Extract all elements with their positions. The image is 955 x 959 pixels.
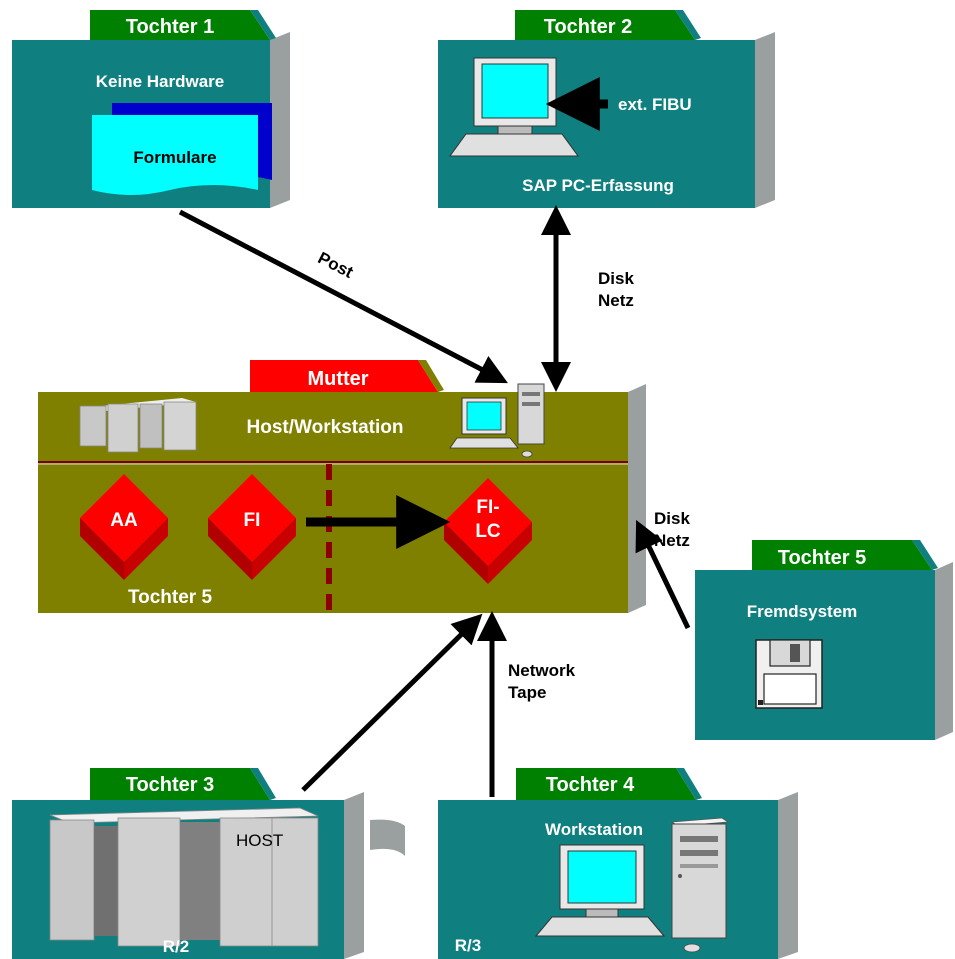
fremdsystem-label: Fremdsystem [747, 602, 858, 621]
tochter-2-label: Tochter 2 [544, 16, 633, 38]
tochter-4-box: Tochter 4 Workstation R/3 [438, 768, 798, 959]
pc-icon [449, 57, 579, 157]
tochter-1-tab [90, 10, 270, 40]
module-fi-lc: FI- LC [444, 478, 532, 584]
tochter-2-box: Tochter 2 ext. FIBU SAP PC-Erfassung [438, 10, 775, 208]
mainframe-icon [79, 398, 197, 453]
mutter-label: Mutter [307, 368, 368, 390]
module-aa-label: AA [110, 510, 138, 531]
r2-network-arrow [301, 613, 483, 792]
post-arrow [178, 209, 508, 384]
workstation-large-icon [534, 817, 730, 953]
ext-fibu-label: ext. FIBU [618, 95, 692, 114]
r3-label: R/3 [455, 936, 481, 955]
network-label: Network [508, 661, 576, 680]
tochter-1-label: Tochter 1 [126, 16, 215, 38]
host-workstation-label: Host/Workstation [247, 417, 404, 438]
r2-label: R/2 [163, 937, 189, 956]
tochter-3-tab [90, 768, 270, 800]
tochter-1-subtitle: Keine Hardware [96, 72, 225, 91]
workstation-label: Workstation [545, 820, 643, 839]
tochter-1-box: Tochter 1 Keine Hardware Formulare [12, 10, 290, 208]
tochter-5-label: Tochter 5 [778, 547, 867, 569]
formulare-label: Formulare [133, 148, 216, 167]
tochter-5-tab [752, 540, 932, 570]
workstation-icon [449, 383, 545, 458]
module-aa: AA [80, 474, 168, 580]
mutter-tab [250, 360, 438, 392]
tape-label: Tape [508, 683, 546, 702]
sap-pc-label: SAP PC-Erfassung [522, 176, 674, 195]
tochter-4-label: Tochter 4 [546, 774, 635, 796]
netz-label-right: Netz [654, 531, 690, 550]
forms-icon [92, 103, 272, 195]
tochter-5-box: Tochter 5 Fremdsystem [695, 540, 953, 740]
tochter-3-label: Tochter 3 [126, 774, 215, 796]
cable-shape [370, 819, 405, 856]
module-fi-lc-label-1: FI- [476, 497, 499, 518]
module-fi: FI [208, 474, 296, 580]
module-fi-lc-label-2: LC [475, 521, 501, 542]
tochter-3-box: Tochter 3 HOST R/2 [12, 768, 405, 959]
disk-label-right: Disk [654, 509, 690, 528]
disk-netz-arrow-right [635, 519, 691, 630]
mutter-sub-label: Tochter 5 [128, 587, 213, 608]
netz-label-top: Netz [598, 291, 634, 310]
host-label: HOST [236, 831, 283, 850]
floppy-disk-icon [755, 639, 823, 709]
post-label: Post [315, 248, 357, 282]
mutter-box: Mutter Host/Workstation AA [38, 360, 646, 613]
mainframe-large-icon [49, 807, 319, 947]
tochter-4-tab [516, 768, 696, 800]
module-fi-label: FI [244, 510, 261, 531]
disk-label-top: Disk [598, 269, 634, 288]
tochter-2-tab [515, 10, 695, 40]
